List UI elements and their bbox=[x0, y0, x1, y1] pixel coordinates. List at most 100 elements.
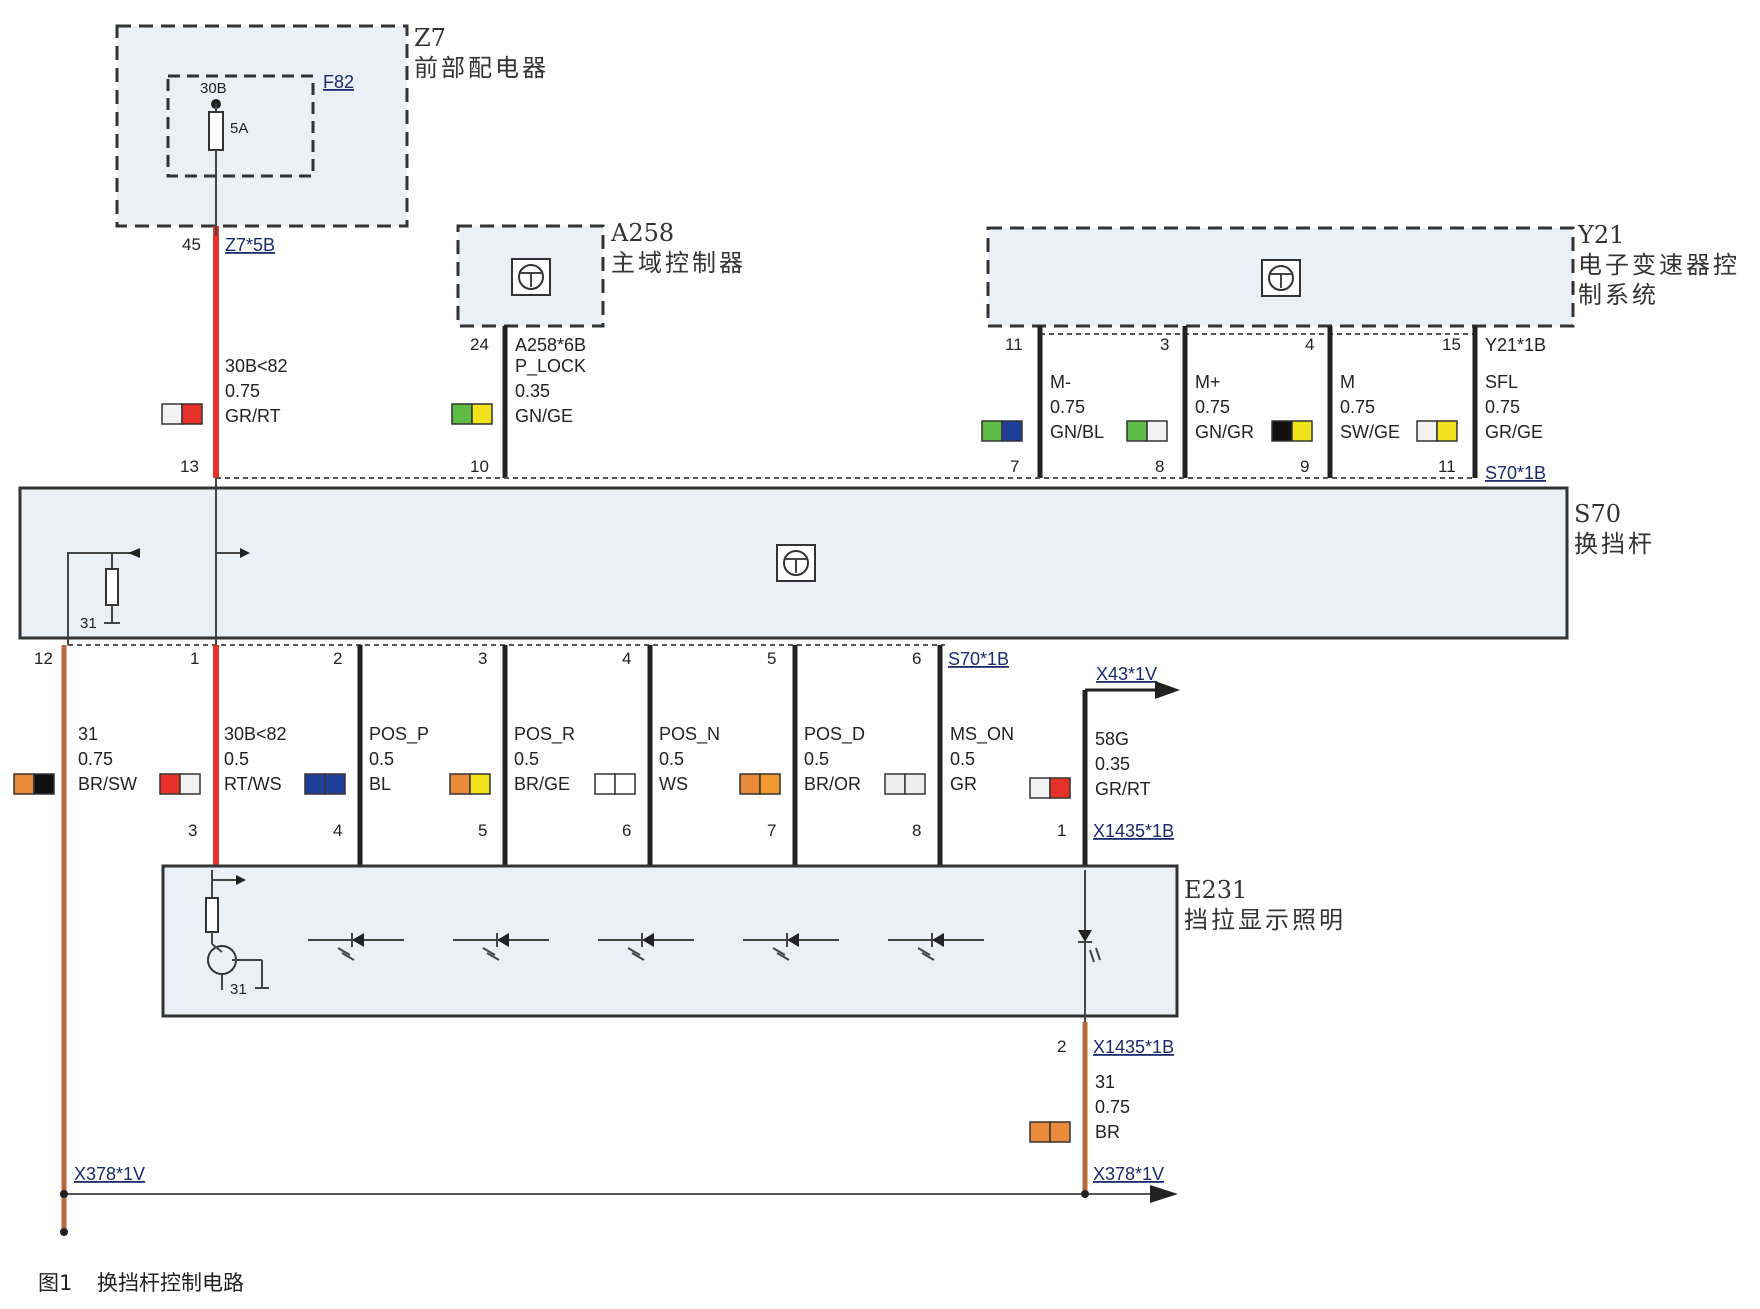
wire-label-m-plus: M+ 0.75 GN/GR bbox=[1195, 372, 1254, 442]
ecu-icon bbox=[783, 550, 809, 576]
swatch-top-1 bbox=[451, 403, 493, 425]
wire-size: 0.35 bbox=[1095, 754, 1130, 774]
wire-color: GR bbox=[950, 774, 977, 794]
fuse-rating: 5A bbox=[230, 120, 248, 137]
wire-label-m-minus: M- 0.75 GN/BL bbox=[1050, 372, 1104, 442]
wire-label-30b-top: 30B<82 0.75 GR/RT bbox=[225, 356, 288, 426]
swatch-bottom-0 bbox=[13, 773, 55, 795]
wire-signal: 58G bbox=[1095, 729, 1129, 749]
s70-top-pin: 11 bbox=[1438, 457, 1456, 476]
wire-size: 0.5 bbox=[804, 749, 829, 769]
y21-name-line2: 制系统 bbox=[1578, 281, 1659, 309]
led-pos-d-icon bbox=[743, 933, 839, 961]
wire-label-sfl: SFL 0.75 GR/GE bbox=[1485, 372, 1543, 442]
wire-signal: M- bbox=[1050, 372, 1071, 392]
s70-name: 换挡杆 bbox=[1574, 530, 1655, 558]
swatch-bottom-7 bbox=[1029, 777, 1071, 799]
arrow-icon bbox=[1150, 1185, 1178, 1203]
swatch-bottom-4 bbox=[594, 773, 636, 795]
wire-size: 0.35 bbox=[515, 381, 550, 401]
caption-number: 图1 bbox=[38, 1271, 72, 1295]
wire-label-pos-n: POS_N 0.5 WS bbox=[659, 724, 720, 794]
a258-connector: A258*6B bbox=[515, 335, 586, 355]
wire-label-pos-d: POS_D 0.5 BR/OR bbox=[804, 724, 865, 794]
x43-connector: X43*1V bbox=[1096, 664, 1157, 684]
wire-signal: M+ bbox=[1195, 372, 1221, 392]
wire-label-58g: 58G 0.35 GR/RT bbox=[1095, 729, 1151, 799]
swatch-top-5 bbox=[1416, 420, 1458, 442]
wire-color: BR/OR bbox=[804, 774, 861, 794]
wire-signal: P_LOCK bbox=[515, 356, 586, 377]
wire-color: RT/WS bbox=[224, 774, 282, 794]
wire-size: 0.75 bbox=[1340, 397, 1375, 417]
a258-main-domain-controller: A258 主域控制器 bbox=[456, 219, 746, 328]
wire-size: 0.5 bbox=[659, 749, 684, 769]
wire-signal: 31 bbox=[78, 724, 98, 744]
e231-ground: 31 bbox=[230, 981, 247, 998]
x378-right-connector: X378*1V bbox=[1093, 1164, 1164, 1184]
wire-color: GR/RT bbox=[225, 406, 281, 426]
wire-color: GR/RT bbox=[1095, 779, 1151, 799]
swatch-bottom-3 bbox=[449, 773, 491, 795]
wire-size: 0.5 bbox=[369, 749, 394, 769]
wire-color: GN/GR bbox=[1195, 422, 1254, 442]
wire-size: 0.75 bbox=[1050, 397, 1085, 417]
wire-size: 0.5 bbox=[950, 749, 975, 769]
wire-size: 0.5 bbox=[224, 749, 249, 769]
led-58g-icon bbox=[1078, 870, 1101, 1022]
wire-color: GN/GE bbox=[515, 406, 573, 426]
swatch-bottom-2 bbox=[304, 773, 346, 795]
e231-top-pin: 6 bbox=[622, 821, 631, 840]
s70-top-pin: 7 bbox=[1010, 457, 1019, 476]
wire-size: 0.5 bbox=[514, 749, 539, 769]
wire-size: 0.75 bbox=[1485, 397, 1520, 417]
wire-signal: POS_N bbox=[659, 724, 720, 745]
wire-color: BL bbox=[369, 774, 391, 794]
arrow-icon bbox=[1155, 681, 1180, 699]
y21-id: Y21 bbox=[1577, 221, 1624, 249]
e231-top-pin: 4 bbox=[333, 821, 342, 840]
swatch-top-3 bbox=[1126, 420, 1168, 442]
z7-front-distributor: 30B 5A F82 Z7 前部配电器 bbox=[115, 24, 549, 228]
e231-top-pin: 5 bbox=[478, 821, 487, 840]
e231-name: 挡拉显示照明 bbox=[1184, 906, 1346, 934]
wire-signal: SFL bbox=[1485, 372, 1518, 392]
e231-top-pin: 8 bbox=[912, 821, 921, 840]
s70-bottom-pin: 3 bbox=[478, 649, 487, 668]
z7-connector: Z7*5B bbox=[225, 235, 275, 255]
led-ms-on-icon bbox=[888, 933, 984, 961]
wire-label-30b-bottom: 30B<82 0.5 RT/WS bbox=[224, 724, 287, 794]
y21-pin: 3 bbox=[1160, 335, 1169, 354]
z7-name: 前部配电器 bbox=[414, 54, 549, 82]
y21-electronic-transmission: Y21 电子变速器控 制系统 bbox=[986, 221, 1737, 328]
ecu-icon bbox=[518, 264, 544, 290]
wire-color: BR bbox=[1095, 1122, 1120, 1142]
a258-name: 主域控制器 bbox=[611, 249, 746, 277]
wire-size: 0.75 bbox=[225, 381, 260, 401]
e231-top-pin: 1 bbox=[1057, 821, 1066, 840]
swatch-top-0 bbox=[161, 403, 203, 425]
s70-top-pin: 9 bbox=[1300, 457, 1309, 476]
wire-signal: POS_D bbox=[804, 724, 865, 745]
wire-label-ms-on: MS_ON 0.5 GR bbox=[950, 724, 1014, 794]
wire-size: 0.75 bbox=[78, 749, 113, 769]
caption-title: 换挡杆控制电路 bbox=[97, 1271, 244, 1295]
wire-signal: 31 bbox=[1095, 1072, 1115, 1092]
fuse-id-label: F82 bbox=[323, 72, 354, 92]
x378-left-connector: X378*1V bbox=[74, 1164, 145, 1184]
swatch-ground bbox=[1029, 1121, 1071, 1143]
y21-pin: 4 bbox=[1305, 335, 1314, 354]
swatch-bottom-6 bbox=[884, 773, 926, 795]
wire-label-pos-r: POS_R 0.5 BR/GE bbox=[514, 724, 575, 794]
e231-connector-bottom: X1435*1B bbox=[1093, 1037, 1174, 1057]
wire-size: 0.75 bbox=[1195, 397, 1230, 417]
wire-color: SW/GE bbox=[1340, 422, 1400, 442]
e231-id: E231 bbox=[1184, 876, 1247, 904]
y21-pin: 11 bbox=[1005, 335, 1023, 354]
s70-id: S70 bbox=[1574, 500, 1621, 528]
wire-signal: 30B<82 bbox=[224, 724, 287, 744]
wire-signal: M bbox=[1340, 372, 1355, 392]
a258-id: A258 bbox=[610, 219, 674, 247]
wire-signal: POS_R bbox=[514, 724, 575, 745]
